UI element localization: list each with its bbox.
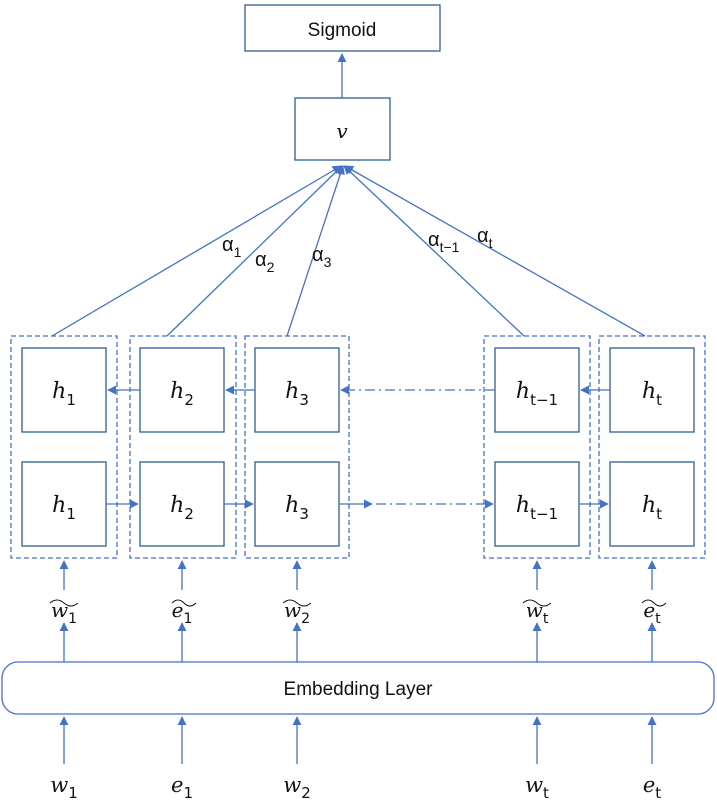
hidden-label: h2: [170, 493, 194, 523]
forward-hidden-row: h1 h2 h3 ht−1 ht: [21, 461, 695, 547]
embedded-label-5: et: [641, 598, 667, 627]
hidden-label: ht: [642, 493, 662, 523]
hidden-label: h3: [285, 379, 309, 409]
column-group-2: [129, 335, 237, 559]
embedded-input-labels: w1 e1 w2 wt et: [49, 598, 667, 627]
column-groups: [10, 335, 706, 559]
hidden-label: h1: [52, 493, 76, 523]
attention-line-4: [343, 165, 525, 337]
forward-hidden-2: h2: [139, 461, 225, 547]
hidden-label: h1: [52, 379, 76, 409]
context-vector-node: v: [294, 97, 391, 161]
hidden-label: ht−1: [516, 379, 558, 409]
backward-hidden-2: h2: [139, 347, 225, 433]
attention-line-3: [286, 165, 345, 337]
input-label-4: wt: [525, 773, 549, 802]
sigmoid-node: Sigmoid: [244, 4, 441, 52]
input-label-2: e1: [171, 773, 193, 802]
forward-hidden-4: ht−1: [494, 461, 580, 547]
forward-hidden-1: h1: [21, 461, 107, 547]
svg-text:w1: w1: [51, 598, 77, 627]
attention-label-1: α1: [222, 234, 242, 260]
input-label-5: et: [643, 773, 661, 802]
backward-hidden-row: h1 h2 h3 ht−1 ht: [21, 347, 695, 433]
backward-hidden-5: ht: [609, 347, 695, 433]
hidden-label: h3: [285, 493, 309, 523]
embedded-label-4: wt: [522, 598, 552, 627]
svg-text:w2: w2: [284, 598, 310, 627]
embedding-layer-label: Embedding Layer: [284, 679, 434, 700]
hidden-label: ht: [642, 379, 662, 409]
input-label-1: w1: [50, 773, 78, 802]
attention-label-2: α2: [255, 249, 275, 275]
column-group-3: [244, 335, 350, 559]
attention-labels: α1 α2 α3 αt−1 αt: [222, 225, 493, 275]
context-vector-label: v: [336, 119, 348, 143]
sigmoid-label: Sigmoid: [308, 20, 377, 41]
svg-text:et: et: [643, 598, 661, 627]
embedded-label-1: w1: [49, 598, 79, 627]
input-label-3: w2: [283, 773, 311, 802]
attention-label-5: αt: [477, 225, 493, 251]
backward-hidden-4: ht−1: [494, 347, 580, 433]
forward-hidden-5: ht: [609, 461, 695, 547]
attention-line-1: [51, 165, 342, 337]
attention-label-4: αt−1: [428, 229, 460, 255]
backward-hidden-3: h3: [254, 347, 340, 433]
hidden-label: ht−1: [516, 493, 558, 523]
attention-line-2: [166, 165, 343, 337]
attention-label-3: α3: [312, 244, 332, 270]
column-group-1: [10, 335, 118, 559]
forward-hidden-3: h3: [254, 461, 340, 547]
hidden-label: h2: [170, 379, 194, 409]
embedded-label-2: e1: [172, 598, 197, 627]
input-labels: w1 e1 w2 wt et: [50, 773, 661, 802]
embedded-label-3: w2: [282, 598, 312, 627]
embedding-layer: Embedding Layer: [1, 661, 715, 715]
tilde-to-group-arrows: [59, 560, 657, 590]
backward-hidden-1: h1: [21, 347, 107, 433]
embedding-to-tilde-arrows: [59, 622, 657, 662]
svg-text:e1: e1: [172, 598, 193, 627]
column-group-4: [483, 335, 591, 559]
attention-lines: [51, 165, 646, 337]
attention-line-5: [344, 165, 646, 337]
column-group-5: [598, 335, 706, 559]
input-to-embedding-arrows: [59, 716, 657, 764]
svg-text:wt: wt: [526, 598, 549, 627]
